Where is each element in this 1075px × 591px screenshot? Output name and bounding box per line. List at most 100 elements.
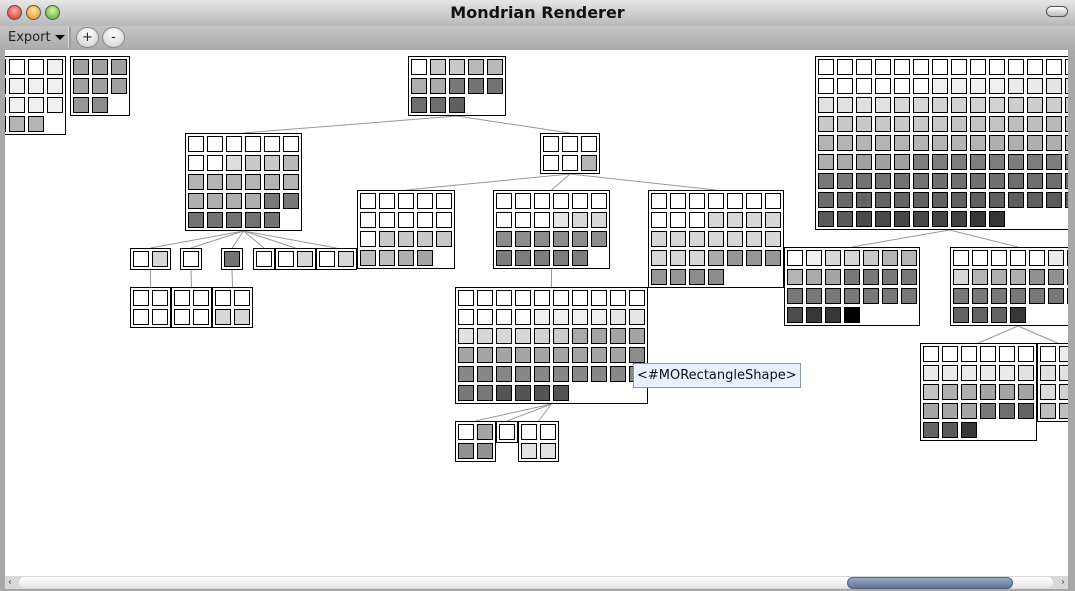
tree-node-c[interactable] bbox=[185, 133, 302, 231]
rectangle-shape[interactable] bbox=[806, 307, 822, 323]
rectangle-shape[interactable] bbox=[651, 212, 667, 228]
tree-node-root[interactable] bbox=[408, 56, 506, 116]
rectangle-shape[interactable] bbox=[1046, 154, 1062, 170]
rectangle-shape[interactable] bbox=[496, 193, 512, 209]
rectangle-shape[interactable] bbox=[379, 212, 395, 228]
rectangle-shape[interactable] bbox=[856, 116, 872, 132]
rectangle-shape[interactable] bbox=[837, 135, 853, 151]
rectangle-shape[interactable] bbox=[496, 231, 512, 247]
rectangle-shape[interactable] bbox=[1027, 135, 1043, 151]
rectangle-shape[interactable] bbox=[825, 288, 841, 304]
rectangle-shape[interactable] bbox=[1027, 192, 1043, 208]
rectangle-shape[interactable] bbox=[1046, 59, 1062, 75]
rectangle-shape[interactable] bbox=[942, 346, 958, 362]
tree-node-h1[interactable] bbox=[455, 421, 496, 462]
rectangle-shape[interactable] bbox=[991, 269, 1007, 285]
rectangle-shape[interactable] bbox=[1027, 173, 1043, 189]
rectangle-shape[interactable] bbox=[980, 365, 996, 381]
rectangle-shape[interactable] bbox=[47, 97, 63, 113]
rectangle-shape[interactable] bbox=[970, 192, 986, 208]
tree-node-d[interactable] bbox=[540, 133, 600, 174]
rectangle-shape[interactable] bbox=[245, 212, 261, 228]
rectangle-shape[interactable] bbox=[264, 193, 280, 209]
rectangle-shape[interactable] bbox=[980, 384, 996, 400]
rectangle-shape[interactable] bbox=[746, 231, 762, 247]
rectangle-shape[interactable] bbox=[951, 173, 967, 189]
rectangle-shape[interactable] bbox=[92, 59, 108, 75]
rectangle-shape[interactable] bbox=[1048, 250, 1064, 266]
rectangle-shape[interactable] bbox=[245, 155, 261, 171]
rectangle-shape[interactable] bbox=[651, 269, 667, 285]
rectangle-shape[interactable] bbox=[837, 59, 853, 75]
rectangle-shape[interactable] bbox=[818, 154, 834, 170]
rectangle-shape[interactable] bbox=[5, 97, 6, 113]
rectangle-shape[interactable] bbox=[1046, 116, 1062, 132]
tree-node-h3[interactable] bbox=[518, 421, 559, 462]
rectangle-shape[interactable] bbox=[319, 251, 335, 267]
rectangle-shape[interactable] bbox=[458, 347, 474, 363]
rectangle-shape[interactable] bbox=[591, 347, 607, 363]
rectangle-shape[interactable] bbox=[297, 251, 313, 267]
rectangle-shape[interactable] bbox=[610, 290, 626, 306]
rectangle-shape[interactable] bbox=[572, 231, 588, 247]
rectangle-shape[interactable] bbox=[913, 192, 929, 208]
rectangle-shape[interactable] bbox=[5, 116, 6, 132]
rectangle-shape[interactable] bbox=[932, 173, 948, 189]
rectangle-shape[interactable] bbox=[256, 251, 272, 267]
rectangle-shape[interactable] bbox=[591, 290, 607, 306]
rectangle-shape[interactable] bbox=[1048, 269, 1064, 285]
close-icon[interactable] bbox=[7, 5, 22, 20]
rectangle-shape[interactable] bbox=[989, 192, 1005, 208]
rectangle-shape[interactable] bbox=[989, 154, 1005, 170]
rectangle-shape[interactable] bbox=[572, 193, 588, 209]
rectangle-shape[interactable] bbox=[534, 212, 550, 228]
rectangle-shape[interactable] bbox=[234, 290, 250, 306]
rectangle-shape[interactable] bbox=[1067, 250, 1068, 266]
rectangle-shape[interactable] bbox=[980, 346, 996, 362]
rectangle-shape[interactable] bbox=[923, 346, 939, 362]
rectangle-shape[interactable] bbox=[264, 155, 280, 171]
rectangle-shape[interactable] bbox=[468, 78, 484, 94]
rectangle-shape[interactable] bbox=[188, 136, 204, 152]
rectangle-shape[interactable] bbox=[806, 269, 822, 285]
rectangle-shape[interactable] bbox=[28, 59, 44, 75]
rectangle-shape[interactable] bbox=[1027, 78, 1043, 94]
rectangle-shape[interactable] bbox=[73, 78, 89, 94]
rectangle-shape[interactable] bbox=[430, 97, 446, 113]
rectangle-shape[interactable] bbox=[932, 59, 948, 75]
rectangle-shape[interactable] bbox=[417, 193, 433, 209]
rectangle-shape[interactable] bbox=[398, 231, 414, 247]
rectangle-shape[interactable] bbox=[1065, 59, 1068, 75]
rectangle-shape[interactable] bbox=[629, 328, 645, 344]
rectangle-shape[interactable] bbox=[591, 193, 607, 209]
zoom-out-button[interactable]: - bbox=[102, 27, 125, 48]
tree-node-f[interactable] bbox=[493, 190, 610, 269]
rectangle-shape[interactable] bbox=[521, 443, 537, 459]
rectangle-shape[interactable] bbox=[961, 365, 977, 381]
rectangle-shape[interactable] bbox=[487, 59, 503, 75]
rectangle-shape[interactable] bbox=[651, 250, 667, 266]
rectangle-shape[interactable] bbox=[572, 250, 588, 266]
rectangle-shape[interactable] bbox=[515, 193, 531, 209]
rectangle-shape[interactable] bbox=[572, 309, 588, 325]
rectangle-shape[interactable] bbox=[970, 135, 986, 151]
rectangle-shape[interactable] bbox=[961, 346, 977, 362]
rectangle-shape[interactable] bbox=[553, 385, 569, 401]
rectangle-shape[interactable] bbox=[989, 173, 1005, 189]
rectangle-shape[interactable] bbox=[913, 173, 929, 189]
rectangle-shape[interactable] bbox=[1027, 154, 1043, 170]
rectangle-shape[interactable] bbox=[970, 211, 986, 227]
rectangle-shape[interactable] bbox=[610, 366, 626, 382]
render-canvas[interactable]: <#MORectangleShape> bbox=[5, 50, 1068, 576]
rectangle-shape[interactable] bbox=[991, 307, 1007, 323]
rectangle-shape[interactable] bbox=[1040, 384, 1056, 400]
rectangle-shape[interactable] bbox=[882, 250, 898, 266]
rectangle-shape[interactable] bbox=[1046, 78, 1062, 94]
rectangle-shape[interactable] bbox=[787, 307, 803, 323]
rectangle-shape[interactable] bbox=[572, 290, 588, 306]
rectangle-shape[interactable] bbox=[856, 154, 872, 170]
rectangle-shape[interactable] bbox=[283, 174, 299, 190]
rectangle-shape[interactable] bbox=[970, 78, 986, 94]
rectangle-shape[interactable] bbox=[338, 251, 354, 267]
rectangle-shape[interactable] bbox=[553, 366, 569, 382]
